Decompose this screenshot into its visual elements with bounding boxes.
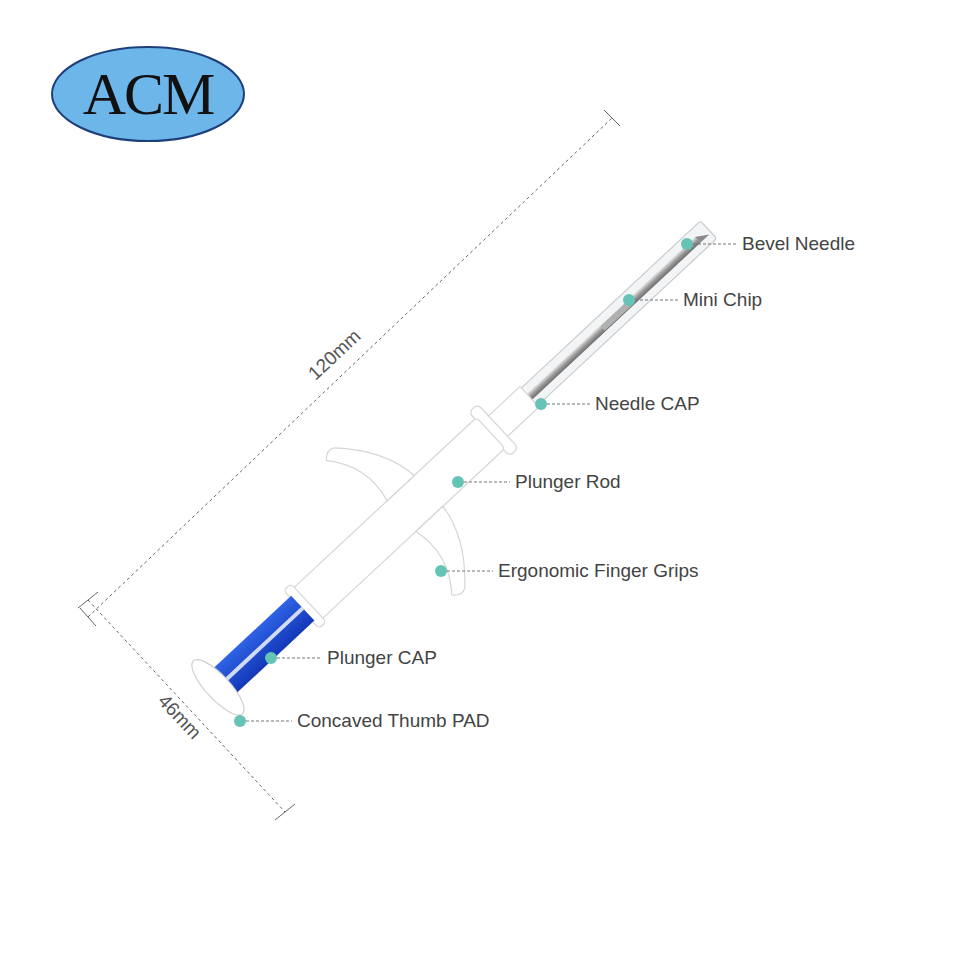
part-label: Plunger Rod bbox=[515, 471, 621, 493]
dimension-label: 46mm bbox=[151, 688, 207, 746]
part-label: Bevel Needle bbox=[742, 233, 855, 255]
logo-ellipse: ACM bbox=[50, 45, 246, 143]
part-label: Needle CAP bbox=[595, 393, 700, 415]
part-label: Concaved Thumb PAD bbox=[297, 710, 490, 732]
syringe bbox=[143, 158, 775, 766]
part-label: Ergonomic Finger Grips bbox=[498, 560, 699, 582]
part-label: Mini Chip bbox=[683, 289, 762, 311]
dimension-lines bbox=[78, 110, 620, 820]
logo-text: ACM bbox=[83, 64, 214, 124]
dimension-label: 120mm bbox=[302, 323, 368, 386]
part-label: Plunger CAP bbox=[327, 647, 437, 669]
leader-dots bbox=[234, 238, 693, 727]
leader-lines bbox=[246, 244, 736, 721]
